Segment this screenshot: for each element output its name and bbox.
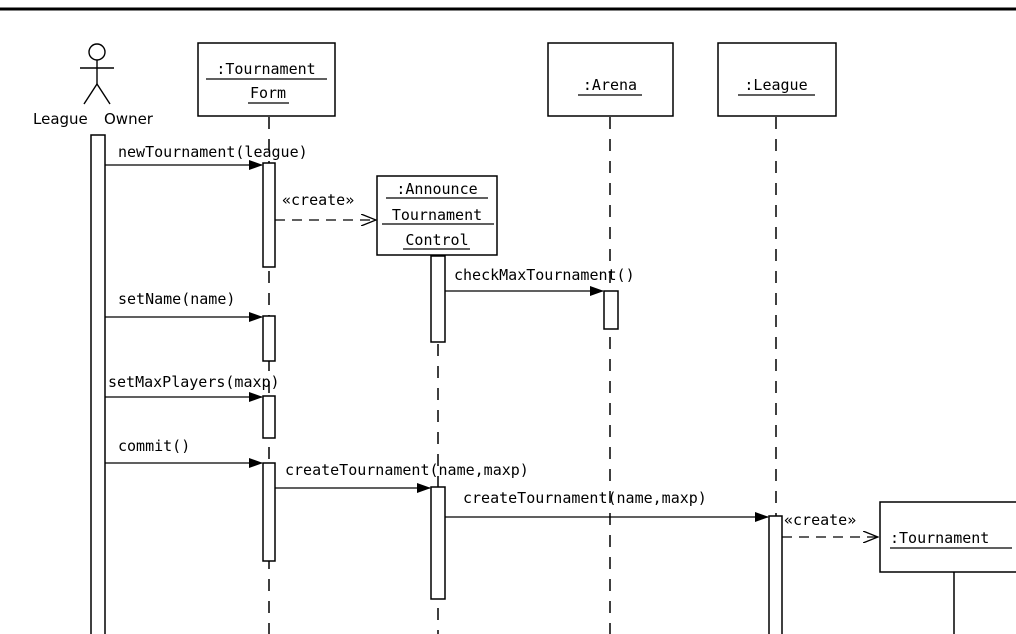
tournament-form-line1: :Tournament — [216, 60, 315, 78]
actor-label-second: Owner — [104, 110, 154, 128]
message-check-max-tournament: checkMaxTournament() — [445, 266, 635, 296]
activation-announce-control-2 — [430, 486, 446, 600]
stick-figure-icon — [80, 43, 114, 105]
tournament-label: :Tournament — [890, 529, 989, 547]
activation-tournament-form-3 — [262, 395, 276, 439]
object-announce-tournament-control: :Announce Tournament Control — [376, 175, 498, 256]
message-check-max-label: checkMaxTournament() — [454, 266, 635, 284]
message-create-tournament-object-label: «create» — [784, 511, 856, 529]
activation-tournament-form-1 — [262, 162, 276, 268]
message-set-name: setName(name) — [105, 290, 263, 322]
message-create-tournament-2: createTournament(name,maxp) — [445, 489, 769, 522]
object-tournament: :Tournament — [879, 501, 1016, 573]
actor-label-first: League — [33, 110, 88, 128]
activation-tournament-form-2 — [262, 315, 276, 362]
actor-league-owner: League Owner — [33, 43, 154, 128]
object-tournament-form: :Tournament Form — [197, 42, 336, 117]
league-label: :League — [744, 76, 807, 94]
message-create-control-label: «create» — [282, 191, 354, 209]
arena-label: :Arena — [583, 76, 637, 94]
message-set-max-players-label: setMaxPlayers(maxp) — [108, 373, 280, 391]
message-commit-label: commit() — [118, 437, 190, 455]
message-commit: commit() — [105, 437, 263, 468]
activation-league — [768, 515, 783, 634]
object-league: :League — [717, 42, 837, 117]
announce-control-line1: :Announce — [396, 180, 477, 198]
message-create-tournament-1-label: createTournament(name,maxp) — [285, 461, 529, 479]
message-set-max-players: setMaxPlayers(maxp) — [105, 373, 280, 402]
announce-control-line2: Tournament — [392, 206, 482, 224]
tournament-form-line2: Form — [250, 84, 286, 102]
message-create-control: «create» — [275, 191, 376, 220]
message-create-tournament-1: createTournament(name,maxp) — [275, 461, 529, 493]
announce-control-line3: Control — [405, 231, 468, 249]
message-set-name-label: setName(name) — [118, 290, 235, 308]
message-create-tournament-object: «create» — [782, 511, 878, 537]
object-arena: :Arena — [547, 42, 674, 117]
activation-tournament-form-4 — [262, 462, 276, 562]
message-new-tournament-label: newTournament(league) — [118, 143, 308, 161]
message-create-tournament-2-label: createTournament(name,maxp) — [463, 489, 707, 507]
activation-announce-control-1 — [430, 255, 446, 343]
actor-activation-bar — [90, 134, 106, 634]
activation-arena — [603, 290, 619, 330]
message-new-tournament: newTournament(league) — [105, 143, 308, 170]
